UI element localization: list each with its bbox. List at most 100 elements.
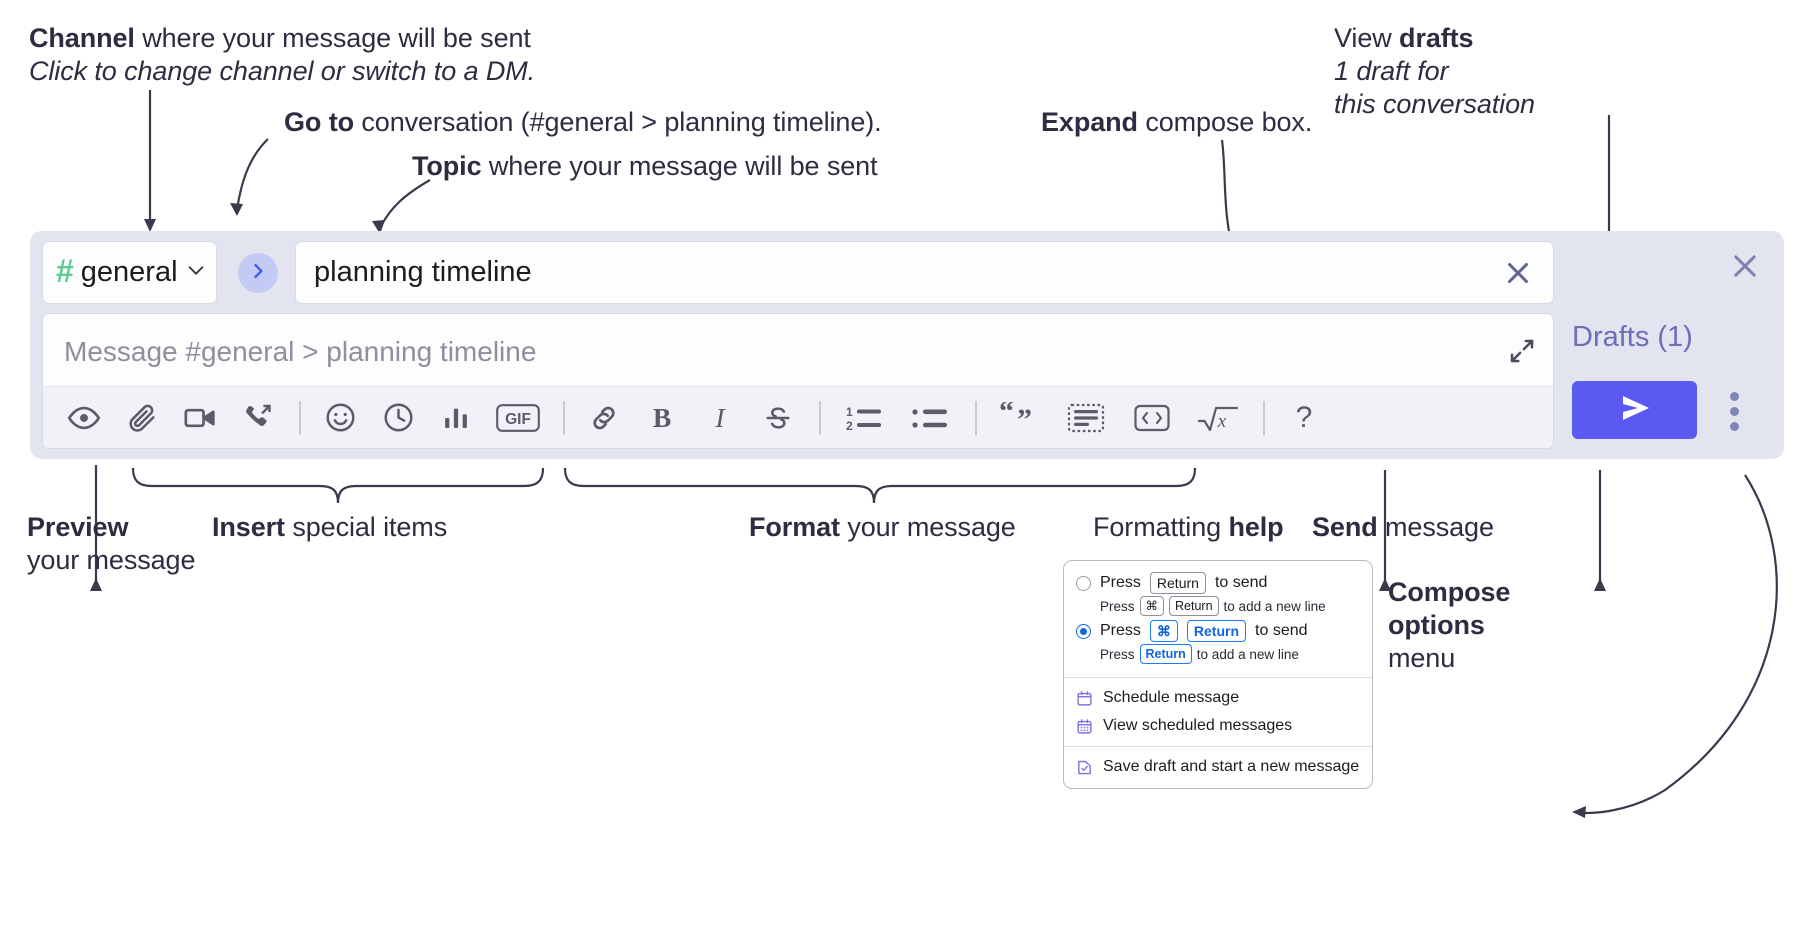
save-draft-group: Save draft and start a new message bbox=[1064, 747, 1372, 788]
blockquote-icon[interactable]: “ ” bbox=[993, 395, 1047, 441]
menu-item-label: Schedule message bbox=[1103, 689, 1240, 706]
poll-bar-chart-icon[interactable] bbox=[433, 395, 479, 441]
key-command: ⌘ bbox=[1149, 620, 1178, 642]
expand-icon[interactable] bbox=[1507, 336, 1537, 371]
inline-code-icon[interactable] bbox=[1125, 395, 1179, 441]
reminder-clock-icon[interactable] bbox=[375, 395, 421, 441]
calendar-grid-icon bbox=[1076, 718, 1093, 735]
radio-icon[interactable] bbox=[1076, 575, 1091, 591]
hash-icon: # bbox=[56, 252, 74, 289]
compose-widget: # general planning timeline Message #gen… bbox=[30, 231, 1784, 459]
message-input-box[interactable]: Message #general > planning timeline bbox=[42, 313, 1554, 449]
option1-sub-press: Press bbox=[1100, 598, 1135, 614]
menu-item-view-scheduled-messages[interactable]: View scheduled messages bbox=[1064, 712, 1372, 740]
annotation-drafts-italic2: this conversation bbox=[1334, 88, 1535, 119]
video-icon[interactable] bbox=[177, 395, 223, 441]
annotation-topic-rest: where your message will be sent bbox=[481, 151, 878, 181]
save-draft-icon bbox=[1076, 759, 1093, 776]
ordered-list-icon[interactable]: 1 2 bbox=[837, 395, 891, 441]
annotation-channel-bold: Channel bbox=[29, 23, 135, 53]
schedule-group: Schedule message View scheduled messages bbox=[1064, 678, 1372, 746]
link-icon[interactable] bbox=[581, 395, 627, 441]
calendar-schedule-icon bbox=[1076, 690, 1093, 707]
annotation-insert-bold: Insert bbox=[212, 512, 285, 542]
channel-picker[interactable]: # general bbox=[42, 241, 217, 304]
annotation-send: Send message bbox=[1312, 511, 1494, 544]
compose-options-menu: Press Return to send Press ⌘ Return to a… bbox=[1063, 560, 1373, 789]
key-return: Return bbox=[1186, 620, 1247, 642]
menu-item-label: Save draft and start a new message bbox=[1103, 758, 1360, 775]
annotation-formatting-help: Formatting help bbox=[1093, 511, 1284, 544]
annotation-drafts-bold: drafts bbox=[1399, 23, 1474, 53]
annotation-compose-options-rest: menu bbox=[1388, 642, 1456, 673]
menu-divider bbox=[1064, 677, 1372, 678]
menu-divider bbox=[1064, 746, 1372, 747]
compose-main-area: # general planning timeline Message #gen… bbox=[42, 241, 1554, 449]
emoji-icon[interactable] bbox=[317, 395, 363, 441]
audio-call-icon[interactable] bbox=[235, 395, 281, 441]
annotation-format: Format your message bbox=[749, 511, 1016, 544]
annotation-expand-rest: compose box. bbox=[1137, 107, 1313, 137]
svg-text:GIF: GIF bbox=[505, 411, 531, 428]
menu-item-label: View scheduled messages bbox=[1103, 717, 1293, 734]
goto-conversation-button[interactable] bbox=[238, 253, 278, 293]
svg-text:1: 1 bbox=[846, 405, 853, 419]
more-vertical-icon-dot bbox=[1729, 421, 1739, 431]
annotation-help-pre: Formatting bbox=[1093, 512, 1229, 542]
compose-options-button[interactable] bbox=[1714, 389, 1754, 433]
attachment-icon[interactable] bbox=[119, 395, 165, 441]
key-command: ⌘ bbox=[1139, 596, 1165, 616]
italic-icon[interactable]: I bbox=[697, 395, 743, 441]
annotation-drafts: View drafts 1 draft for this conversatio… bbox=[1334, 22, 1535, 121]
annotation-preview-bold: Preview bbox=[27, 512, 129, 542]
option2-sub-press: Press bbox=[1100, 646, 1135, 662]
annotation-send-rest: message bbox=[1377, 512, 1494, 542]
annotation-preview-rest: your message bbox=[27, 544, 196, 575]
option2-subtext: Press Return to add a new line bbox=[1100, 644, 1360, 664]
toolbar-separator bbox=[563, 400, 565, 435]
drafts-link[interactable]: Drafts (1) bbox=[1572, 321, 1693, 353]
bold-icon[interactable]: B bbox=[639, 395, 685, 441]
gif-icon[interactable]: GIF bbox=[491, 395, 545, 441]
svg-text:2: 2 bbox=[846, 419, 853, 433]
compose-header-row: # general planning timeline bbox=[42, 241, 1554, 304]
annotation-compose-options-bold1: Compose bbox=[1388, 577, 1511, 607]
annotation-goto-bold: Go to bbox=[284, 107, 354, 137]
radio-icon-selected[interactable] bbox=[1076, 623, 1091, 639]
option1-press: Press bbox=[1100, 574, 1141, 591]
chevron-right-icon bbox=[248, 261, 268, 286]
svg-text:I: I bbox=[714, 403, 726, 433]
menu-item-save-draft[interactable]: Save draft and start a new message bbox=[1064, 753, 1372, 781]
radio-option-cmd-return-to-send[interactable]: Press ⌘ Return to send bbox=[1076, 620, 1360, 642]
code-block-icon[interactable] bbox=[1059, 395, 1113, 441]
send-button[interactable] bbox=[1572, 381, 1697, 439]
close-icon[interactable] bbox=[1728, 249, 1762, 288]
annotation-format-bold: Format bbox=[749, 512, 840, 542]
bulleted-list-icon[interactable] bbox=[903, 395, 957, 441]
annotation-compose-options-bold2: options bbox=[1388, 609, 1485, 640]
help-icon[interactable]: ? bbox=[1281, 395, 1327, 441]
annotation-goto-rest: conversation (#general > planning timeli… bbox=[353, 107, 882, 137]
svg-text:x: x bbox=[1217, 411, 1227, 432]
latex-icon[interactable]: x bbox=[1191, 395, 1245, 441]
preview-icon[interactable] bbox=[61, 395, 107, 441]
close-icon[interactable] bbox=[1501, 256, 1535, 290]
annotation-channel-rest: where your message will be sent bbox=[134, 23, 531, 53]
annotation-preview: Preview your message bbox=[27, 511, 195, 577]
annotation-format-rest: your message bbox=[839, 512, 1016, 542]
topic-field[interactable]: planning timeline bbox=[295, 241, 1554, 304]
annotation-goto: Go to conversation (#general > planning … bbox=[284, 106, 882, 139]
annotation-drafts-pre: View bbox=[1334, 23, 1400, 53]
strikethrough-icon[interactable] bbox=[755, 395, 801, 441]
menu-item-schedule-message[interactable]: Schedule message bbox=[1064, 684, 1372, 712]
option2-to-send: to send bbox=[1255, 622, 1308, 639]
radio-option-return-to-send[interactable]: Press Return to send bbox=[1076, 572, 1360, 594]
option1-subtext: Press ⌘ Return to add a new line bbox=[1100, 596, 1360, 616]
channel-name: general bbox=[80, 256, 178, 288]
option1-to-send: to send bbox=[1214, 574, 1268, 591]
svg-text:”: ” bbox=[1017, 403, 1032, 434]
option2-press: Press bbox=[1100, 622, 1141, 639]
annotation-send-bold: Send bbox=[1312, 512, 1378, 542]
key-return: Return bbox=[1169, 596, 1219, 616]
